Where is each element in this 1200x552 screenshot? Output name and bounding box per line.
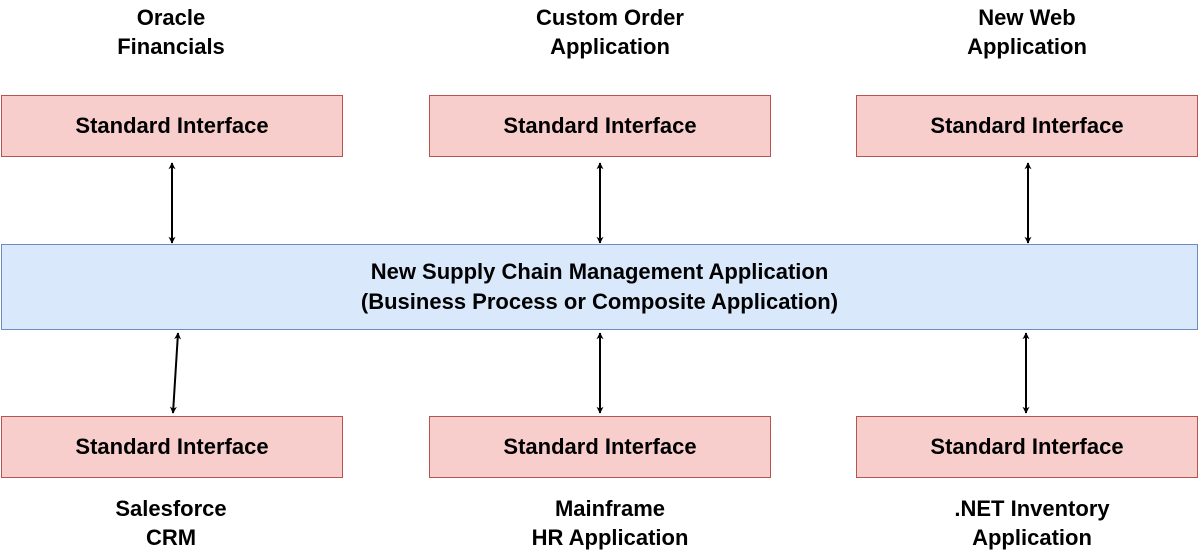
app-label-line2: Financials	[117, 34, 225, 59]
connector-hub-to-salesforce	[169, 332, 182, 414]
supply-chain-hub: New Supply Chain Management Application …	[1, 244, 1198, 330]
app-label-line1: Oracle	[136, 5, 206, 30]
app-label-line1: Mainframe	[554, 496, 666, 521]
interface-box-salesforce-crm: Standard Interface	[1, 416, 343, 478]
app-label-line2: CRM	[145, 525, 197, 550]
app-label-mainframe-hr: Mainframe HR Application	[460, 494, 760, 552]
app-label-line1: Salesforce	[115, 496, 227, 521]
app-label-line2: Application	[967, 34, 1087, 59]
interface-box-custom-order: Standard Interface	[429, 95, 771, 157]
interface-box-oracle-financials: Standard Interface	[1, 95, 343, 157]
interface-box-net-inventory: Standard Interface	[856, 416, 1198, 478]
app-label-custom-order: Custom Order Application	[460, 3, 760, 61]
app-label-line2: HR Application	[531, 525, 689, 550]
app-label-oracle-financials: Oracle Financials	[21, 3, 321, 61]
app-label-salesforce-crm: Salesforce CRM	[21, 494, 321, 552]
interface-box-new-web: Standard Interface	[856, 95, 1198, 157]
hub-subtitle: (Business Process or Composite Applicati…	[360, 289, 839, 314]
hub-title: New Supply Chain Management Application	[370, 259, 829, 284]
app-label-line2: Application	[550, 34, 670, 59]
app-label-line1: .NET Inventory	[954, 496, 1110, 521]
interface-box-mainframe-hr: Standard Interface	[429, 416, 771, 478]
app-label-line2: Application	[972, 525, 1092, 550]
app-label-new-web: New Web Application	[877, 3, 1177, 61]
app-label-line1: Custom Order	[536, 5, 684, 30]
app-label-net-inventory: .NET Inventory Application	[882, 494, 1182, 552]
app-label-line1: New Web	[978, 5, 1076, 30]
